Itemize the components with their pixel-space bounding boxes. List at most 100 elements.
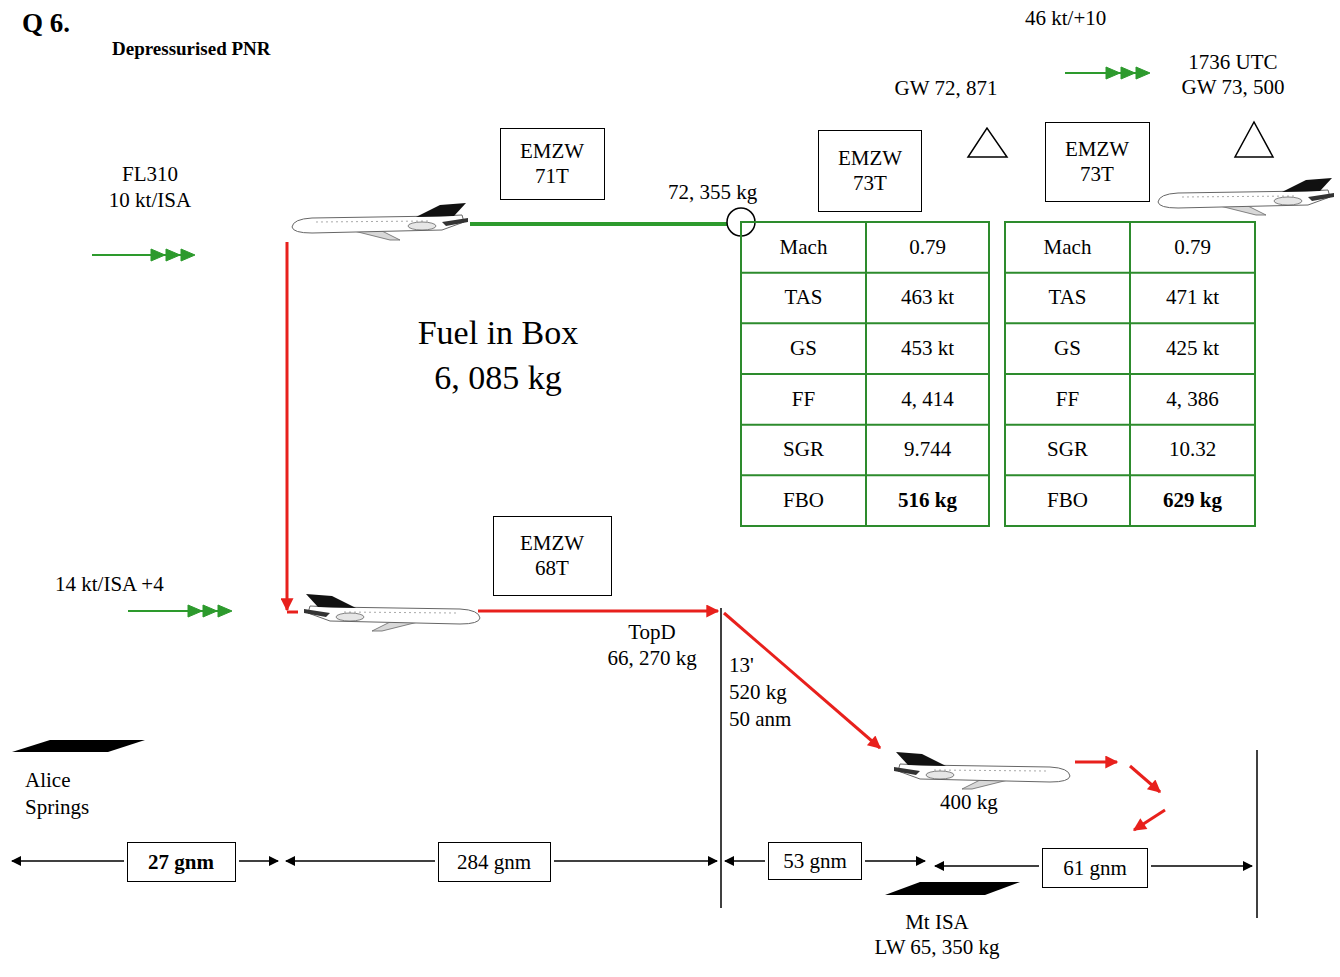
table-cell: SGR (743, 427, 864, 474)
text-line: 73T (838, 171, 902, 196)
text-label: 13' 520 kg 50 anm (729, 652, 791, 733)
distance-box: 53 gnm (768, 842, 862, 880)
table-cell: TAS (743, 275, 864, 322)
table-cell: 516 kg (868, 477, 987, 524)
text-label: Mt ISA LW 65, 350 kg (874, 910, 999, 960)
text-line: 71T (520, 164, 584, 189)
box-text: 61 gnm (1063, 856, 1127, 881)
table-cell: 425 kt (1132, 325, 1253, 372)
wind-arrow (1065, 67, 1150, 79)
runway-symbol (12, 740, 145, 752)
table-cell: 4, 414 (868, 376, 987, 423)
weight-box: EMZW 73T (1045, 122, 1150, 202)
table-cell: 4, 386 (1132, 376, 1253, 423)
text-label: GW 72, 871 (895, 76, 998, 100)
box-text: EMZW 73T (1065, 137, 1129, 187)
triangle-symbol (1235, 122, 1273, 157)
text-line: EMZW (520, 531, 584, 556)
text-line: 50 anm (729, 706, 791, 733)
text-label: 1736 UTC GW 73, 500 (1182, 50, 1285, 100)
question-title: Q 6. (22, 8, 70, 39)
text-line: GW 73, 500 (1182, 75, 1285, 100)
text-label: 72, 355 kg (668, 180, 757, 204)
table-grid (741, 222, 1255, 526)
table-cell: FBO (1007, 477, 1128, 524)
text-line: EMZW (520, 139, 584, 164)
text-line: FL310 (109, 161, 191, 187)
descent-path (287, 242, 1165, 830)
box-text: 284 gnm (457, 850, 531, 875)
distance-box: 284 gnm (438, 842, 551, 882)
box-text: 53 gnm (783, 849, 847, 874)
text-label: Depressurised PNR (112, 38, 271, 60)
text-line: 27 gnm (148, 850, 214, 875)
aircraft (1158, 178, 1334, 215)
triangle-symbol (968, 128, 1007, 157)
table-cell: 0.79 (868, 224, 987, 271)
aircraft (292, 203, 468, 240)
text-line: Springs (25, 794, 89, 821)
table-cell: 10.32 (1132, 427, 1253, 474)
table-cell: FF (743, 376, 864, 423)
table-cell: 9.744 (868, 427, 987, 474)
table-cell: 0.79 (1132, 224, 1253, 271)
text-line: Alice (25, 767, 89, 794)
text-line: Fuel in Box (418, 310, 579, 355)
text-label: Alice Springs (25, 767, 89, 821)
table-cell: FBO (743, 477, 864, 524)
text-line: 520 kg (729, 679, 791, 706)
text-line: GW 72, 871 (895, 76, 998, 100)
distance-box: 27 gnm (127, 842, 236, 882)
wind-arrow (92, 249, 195, 261)
table-cell: 629 kg (1132, 477, 1253, 524)
weight-box: EMZW 71T (500, 128, 605, 200)
text-line: Mt ISA (874, 910, 999, 935)
box-text: EMZW 71T (520, 139, 584, 189)
text-label: FL310 10 kt/ISA (109, 161, 191, 213)
text-line: 13' (729, 652, 791, 679)
text-line: TopD (607, 619, 696, 645)
text-line: EMZW (838, 146, 902, 171)
dimension-line (12, 608, 1257, 918)
text-label: 46 kt/+10 (1025, 6, 1106, 30)
text-label: TopD 66, 270 kg (607, 619, 696, 671)
box-text: EMZW 68T (520, 531, 584, 581)
table-cell: SGR (1007, 427, 1128, 474)
text-line: 400 kg (940, 790, 998, 814)
table-cell: TAS (1007, 275, 1128, 322)
text-line: 68T (520, 556, 584, 581)
text-line: 66, 270 kg (607, 645, 696, 671)
aircraft (894, 752, 1070, 789)
text-line: 61 gnm (1063, 856, 1127, 881)
text-label: Fuel in Box 6, 085 kg (418, 310, 579, 400)
weight-box: EMZW 68T (493, 516, 612, 596)
text-line: EMZW (1065, 137, 1129, 162)
weight-box: EMZW 73T (818, 130, 922, 212)
table-cell: 471 kt (1132, 275, 1253, 322)
box-text: 27 gnm (148, 850, 214, 875)
text-line: 53 gnm (783, 849, 847, 874)
table-cell: GS (1007, 325, 1128, 372)
text-line: 10 kt/ISA (109, 187, 191, 213)
table-cell: FF (1007, 376, 1128, 423)
box-text: EMZW 73T (838, 146, 902, 196)
text-label: 14 kt/ISA +4 (55, 572, 164, 596)
table-cell: 453 kt (868, 325, 987, 372)
wind-arrow (128, 605, 232, 617)
text-line: 14 kt/ISA +4 (55, 572, 164, 596)
text-line: 73T (1065, 162, 1129, 187)
text-line: 72, 355 kg (668, 180, 757, 204)
table-cell: Mach (743, 224, 864, 271)
text-line: 6, 085 kg (418, 355, 579, 400)
table-cell: GS (743, 325, 864, 372)
text-line: 1736 UTC (1182, 50, 1285, 75)
table-cell: 463 kt (868, 275, 987, 322)
text-label: 400 kg (940, 790, 998, 814)
track-line (470, 222, 727, 226)
text-line: LW 65, 350 kg (874, 935, 999, 960)
runway-symbol (885, 882, 1020, 895)
distance-box: 61 gnm (1042, 848, 1148, 888)
table-cell: Mach (1007, 224, 1128, 271)
